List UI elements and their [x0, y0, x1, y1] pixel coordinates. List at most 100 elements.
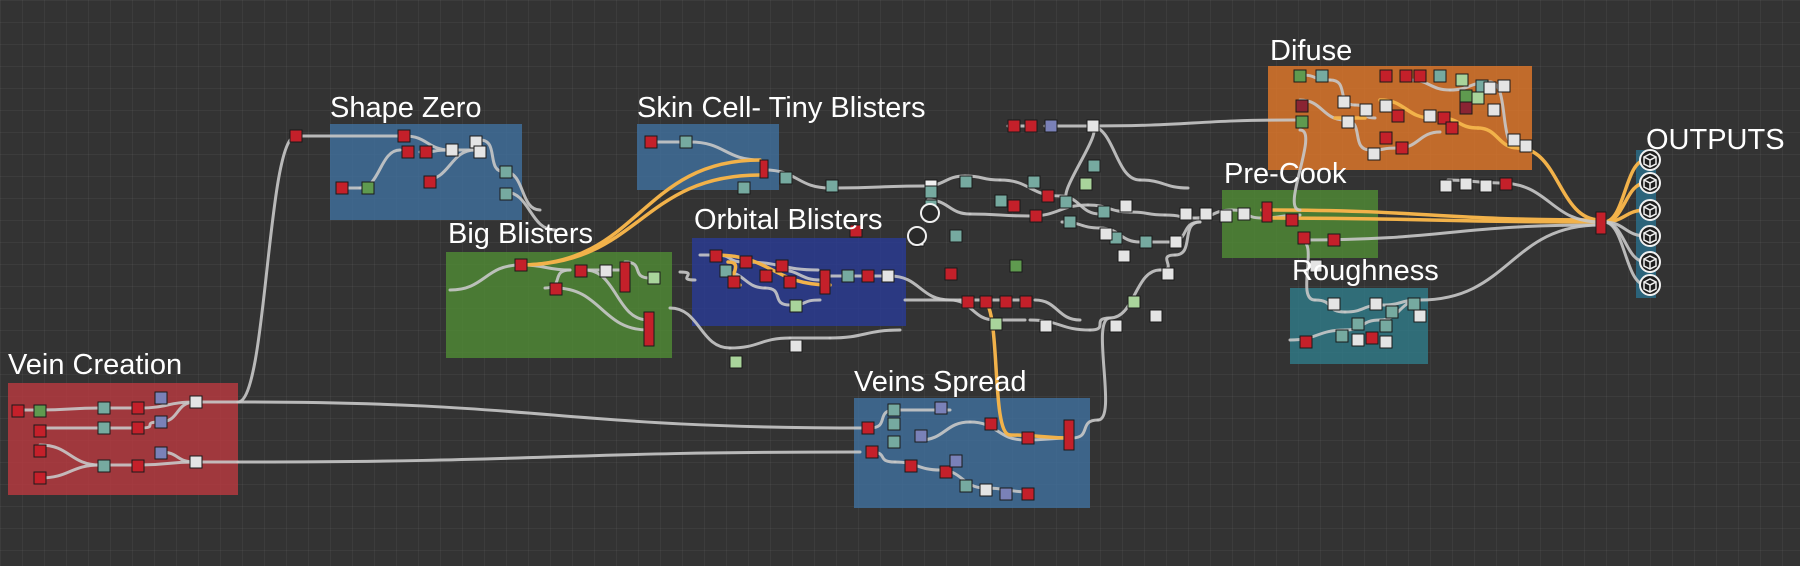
node-white[interactable] — [1507, 133, 1521, 147]
node-teal[interactable] — [887, 403, 901, 417]
node-white[interactable] — [1413, 309, 1427, 323]
node-purple[interactable] — [934, 401, 948, 415]
node-white[interactable] — [1379, 99, 1393, 113]
node-teal[interactable] — [887, 417, 901, 431]
node-red[interactable] — [1327, 233, 1341, 247]
node-red[interactable] — [1021, 431, 1035, 445]
frame-skin[interactable] — [637, 124, 779, 190]
node-white[interactable] — [1439, 179, 1453, 193]
node-red[interactable] — [1365, 331, 1379, 345]
node-red[interactable] — [397, 129, 411, 143]
node-red[interactable] — [289, 129, 303, 143]
node-white[interactable] — [1369, 297, 1383, 311]
node-white[interactable] — [979, 483, 993, 497]
node-red[interactable] — [419, 145, 433, 159]
node-red[interactable] — [574, 264, 588, 278]
node-white[interactable] — [1199, 207, 1213, 221]
node-lightgreen[interactable] — [1127, 295, 1141, 309]
node-white[interactable] — [1483, 81, 1497, 95]
node-red[interactable] — [861, 269, 875, 283]
node-red[interactable] — [1445, 121, 1459, 135]
node-teal[interactable] — [1063, 215, 1077, 229]
node-purple[interactable] — [154, 415, 168, 429]
node-red[interactable] — [1379, 131, 1393, 145]
node-teal[interactable] — [97, 459, 111, 473]
node-red[interactable] — [619, 261, 631, 293]
node-lightgreen[interactable] — [1455, 73, 1469, 87]
node-red[interactable] — [1063, 419, 1075, 451]
node-lightgreen[interactable] — [729, 355, 743, 369]
node-red[interactable] — [1399, 69, 1413, 83]
node-red[interactable] — [944, 267, 958, 281]
node-teal[interactable] — [779, 171, 793, 185]
node-red[interactable] — [739, 255, 753, 269]
node-white[interactable] — [189, 455, 203, 469]
node-teal[interactable] — [949, 229, 963, 243]
node-green[interactable] — [1293, 69, 1307, 83]
node-teal[interactable] — [1087, 159, 1101, 173]
node-teal[interactable] — [1059, 195, 1073, 209]
node-red[interactable] — [709, 249, 723, 263]
node-green[interactable] — [1009, 259, 1023, 273]
node-teal[interactable] — [737, 181, 751, 195]
node-teal[interactable] — [825, 179, 839, 193]
node-white[interactable] — [1487, 103, 1501, 117]
node-red[interactable] — [865, 445, 879, 459]
node-teal[interactable] — [994, 194, 1008, 208]
node-purple[interactable] — [154, 391, 168, 405]
node-red[interactable] — [1391, 109, 1405, 123]
node-red[interactable] — [1007, 199, 1021, 213]
node-white[interactable] — [1337, 95, 1351, 109]
node-teal[interactable] — [841, 269, 855, 283]
node-red[interactable] — [1437, 111, 1451, 125]
node-red[interactable] — [961, 295, 975, 309]
node-red[interactable] — [33, 424, 47, 438]
node-white[interactable] — [1379, 335, 1393, 349]
node-red[interactable] — [849, 224, 863, 238]
node-teal[interactable] — [1385, 305, 1399, 319]
node-white[interactable] — [1459, 177, 1473, 191]
node-teal[interactable] — [499, 165, 513, 179]
node-teal[interactable] — [1433, 69, 1447, 83]
node-white[interactable] — [1109, 319, 1123, 333]
node-white[interactable] — [1179, 207, 1193, 221]
node-white[interactable] — [1161, 267, 1175, 281]
node-teal[interactable] — [97, 421, 111, 435]
node-red[interactable] — [1499, 177, 1513, 191]
node-white[interactable] — [473, 145, 487, 159]
node-teal[interactable] — [1335, 329, 1349, 343]
node-white[interactable] — [881, 269, 895, 283]
node-white[interactable] — [1039, 319, 1053, 333]
node-red[interactable] — [33, 444, 47, 458]
node-teal[interactable] — [1027, 175, 1041, 189]
node-red[interactable] — [401, 145, 415, 159]
node-lightgreen[interactable] — [989, 317, 1003, 331]
node-green[interactable] — [361, 181, 375, 195]
node-teal[interactable] — [719, 264, 733, 278]
node-red[interactable] — [1261, 201, 1273, 223]
node-white[interactable] — [1086, 119, 1100, 133]
node-teal[interactable] — [499, 187, 513, 201]
node-red[interactable] — [1021, 487, 1035, 501]
node-darkred[interactable] — [1459, 101, 1473, 115]
node-red[interactable] — [939, 465, 953, 479]
node-white[interactable] — [1423, 109, 1437, 123]
node-lightgreen[interactable] — [1471, 91, 1485, 105]
node-teal[interactable] — [959, 479, 973, 493]
node-purple[interactable] — [949, 454, 963, 468]
node-red[interactable] — [643, 311, 655, 347]
node-teal[interactable] — [924, 185, 938, 199]
node-white[interactable] — [1359, 103, 1373, 117]
node-red[interactable] — [1297, 231, 1311, 245]
node-red[interactable] — [1299, 335, 1313, 349]
node-red[interactable] — [1029, 209, 1043, 223]
node-red[interactable] — [759, 269, 773, 283]
node-teal[interactable] — [887, 435, 901, 449]
node-purple[interactable] — [1044, 119, 1058, 133]
node-white[interactable] — [1519, 139, 1533, 153]
node-red[interactable] — [131, 401, 145, 415]
node-green[interactable] — [1459, 89, 1473, 103]
node-red[interactable] — [549, 282, 563, 296]
